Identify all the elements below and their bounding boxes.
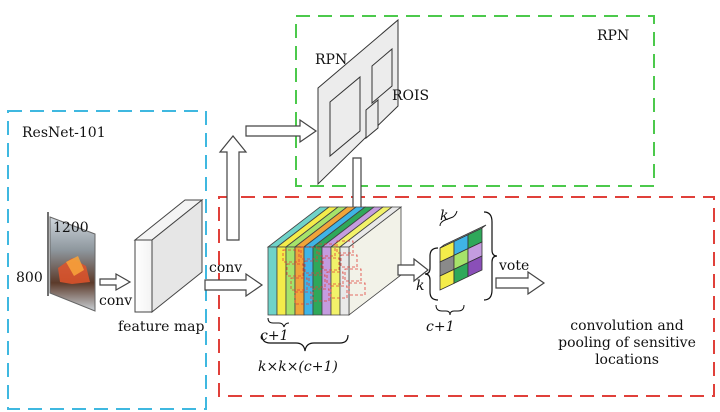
score-map-stack xyxy=(266,206,403,316)
rpn-region-box xyxy=(295,15,655,187)
k-top-label: k xyxy=(440,208,448,224)
stack-slice-front xyxy=(294,246,305,316)
stack-slice-front xyxy=(267,246,278,316)
arrow-right-icon xyxy=(99,272,132,292)
pooling-cell xyxy=(290,277,308,291)
pooling-cell xyxy=(312,288,330,302)
resnet-region-box xyxy=(7,110,207,410)
feature-map-block xyxy=(133,198,204,314)
roi-box-3 xyxy=(365,98,379,140)
grid-edge xyxy=(439,224,487,249)
pooling-cell xyxy=(322,257,340,271)
brace-icon-right xyxy=(483,211,498,301)
description-line-1: convolution and xyxy=(570,318,683,334)
rpn-inner-label: RPN xyxy=(315,52,347,68)
arrow-right-icon-pool xyxy=(397,257,429,283)
description-line-2: pooling of sensitive xyxy=(558,335,696,351)
roi-box-1 xyxy=(329,75,361,158)
roi-box-2 xyxy=(371,47,393,105)
brace-icon-bottom xyxy=(435,304,465,316)
rpn-box-title: RPN xyxy=(597,28,629,44)
pooling-cell xyxy=(300,246,318,260)
arrow-right-icon-vote xyxy=(495,270,546,296)
vote-label: vote xyxy=(498,258,529,274)
arrow-up-icon xyxy=(218,135,248,241)
feature-map-label: feature map xyxy=(118,319,205,335)
arrow-right-icon-conv xyxy=(204,272,264,298)
brace-icon-left xyxy=(424,247,439,301)
grid-cell xyxy=(467,255,483,278)
position-sensitive-grid xyxy=(439,224,487,291)
pooling-cell xyxy=(294,291,312,305)
rpn-panel xyxy=(317,18,399,186)
pooling-region-box xyxy=(218,196,715,397)
height-1200-label: 1200 xyxy=(53,220,89,236)
c-plus-1-grid-label: c+1 xyxy=(426,319,454,335)
arrow-right-icon-rpn xyxy=(245,118,318,144)
pooling-cell xyxy=(308,274,326,288)
pooling-cell xyxy=(304,260,322,274)
conv-input-label: conv xyxy=(99,293,132,309)
pooling-cell xyxy=(336,240,354,254)
pooling-cell xyxy=(282,249,300,263)
stack-slice-front xyxy=(303,246,314,316)
pooling-cell xyxy=(344,268,362,282)
pooling-cell xyxy=(330,285,348,299)
width-800-label: 800 xyxy=(16,270,43,286)
description-line-3: locations xyxy=(595,352,659,368)
c-plus-1-stack-label: c+1 xyxy=(260,328,288,344)
stack-slice-front xyxy=(330,246,341,316)
resnet-title: ResNet-101 xyxy=(22,125,106,141)
stack-slice-front xyxy=(285,246,296,316)
k-left-label: k xyxy=(416,278,424,294)
brace-icon xyxy=(267,317,290,328)
pooling-cell xyxy=(340,254,358,268)
brace-icon-large xyxy=(261,334,349,352)
kkc-formula-label: k×k×(c+1) xyxy=(258,359,338,375)
pooling-cell xyxy=(318,243,336,257)
conv-top-label: conv xyxy=(209,260,242,276)
input-image xyxy=(49,216,96,312)
rois-label: ROIS xyxy=(392,88,429,104)
pooling-cell xyxy=(286,263,304,277)
pooling-cell xyxy=(348,282,366,296)
stack-slice-front xyxy=(276,246,287,316)
stack-slice-front xyxy=(321,246,332,316)
pooling-grid-overlay xyxy=(282,240,366,305)
pooling-cell xyxy=(326,271,344,285)
brace-icon-top xyxy=(439,210,458,227)
stack-slice-front xyxy=(312,246,323,316)
